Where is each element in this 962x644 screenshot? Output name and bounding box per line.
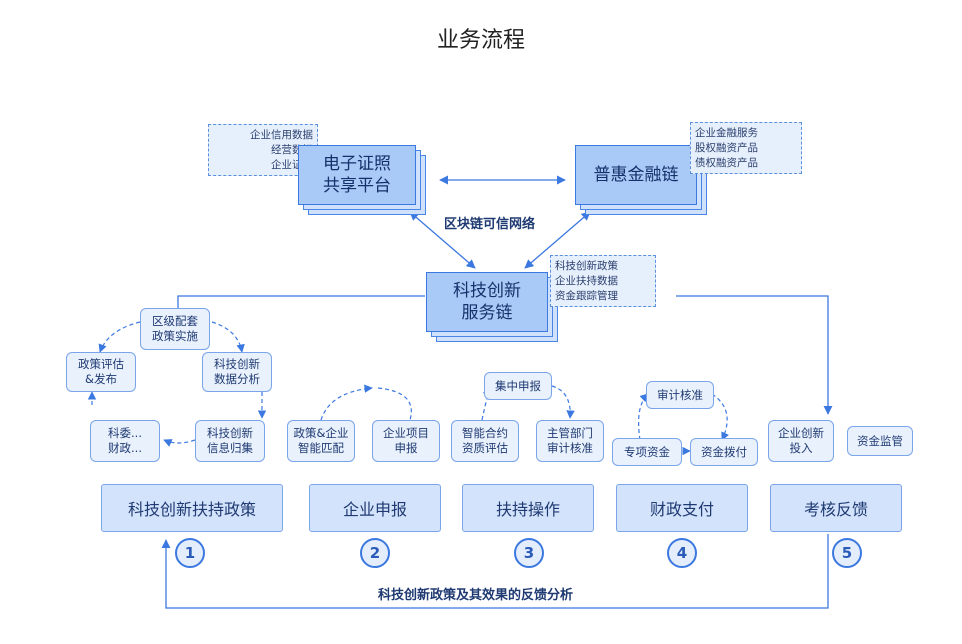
note-policy-support: 科技创新政策 企业扶持数据 资金跟踪管理: [550, 255, 656, 307]
pill-line: 政策实施: [152, 329, 198, 343]
stage-label: 企业申报: [342, 500, 407, 519]
pill-line: 科委...: [108, 426, 142, 440]
note-line: 企业扶持数据: [555, 275, 618, 287]
blockchain-network-label: 区块链可信网络: [444, 217, 536, 232]
stage-label: 科技创新扶持政策: [127, 500, 256, 519]
note-line: 债权融资产品: [695, 157, 758, 169]
note-line: 企业金融服务: [695, 127, 758, 139]
box-line: 普惠金融链: [593, 165, 679, 185]
cycle1-right: 科技创新 数据分析: [202, 352, 272, 392]
pill-line: 财政...: [108, 441, 142, 455]
stage-number-4: 4: [667, 538, 697, 568]
pill-line: 智能匹配: [298, 441, 344, 455]
stage-fiscal-payment: 财政支付: [616, 484, 748, 532]
cycle4-left: 专项资金: [612, 438, 682, 466]
pill-line: 专项资金: [624, 444, 670, 459]
pill-line: 集中申报: [495, 378, 541, 393]
pill-line: 政策评估: [78, 357, 124, 371]
stage-number-2: 2: [360, 538, 390, 568]
stage-label: 考核反馈: [803, 500, 868, 519]
stage-number-1: 1: [175, 538, 205, 568]
stage-number-5: 5: [832, 538, 862, 568]
cycle3-top: 集中申报: [484, 372, 552, 400]
stage-support-operation: 扶持操作: [462, 484, 594, 532]
box-line: 电子证照: [323, 154, 391, 174]
box-line: 服务链: [461, 303, 513, 323]
stage-number-3: 3: [514, 538, 544, 568]
pill-line: 区级配套: [152, 314, 198, 328]
pill-line: 申报: [394, 441, 418, 455]
cycle2-left: 政策&企业 智能匹配: [287, 420, 355, 462]
box-line: 共享平台: [323, 176, 391, 196]
cycle5-right: 资金监管: [847, 426, 913, 456]
note-line: 资金跟踪管理: [555, 290, 618, 302]
note-line: 企业信用数据: [250, 129, 313, 141]
page-title: 业务流程: [436, 28, 525, 53]
cycle5-left: 企业创新 投入: [768, 420, 834, 462]
pill-line: 科技创新: [214, 357, 260, 371]
cycle4-right: 资金拨付: [690, 438, 758, 466]
note-line: 科技创新政策: [555, 260, 618, 272]
pill-line: 信息归集: [207, 441, 253, 455]
cycle3-right: 主管部门 审计核准: [536, 420, 604, 462]
pill-line: 投入: [789, 441, 813, 455]
pill-line: 企业创新: [778, 426, 824, 440]
stage-label: 财政支付: [649, 500, 714, 519]
pill-line: 政策&企业: [293, 426, 349, 440]
feedback-analysis-label: 科技创新政策及其效果的反馈分析: [378, 588, 574, 603]
pill-line: 企业项目: [383, 426, 429, 440]
note-finance-products: 企业金融服务 股权融资产品 债权融资产品: [690, 122, 802, 174]
pill-line: 科技创新: [207, 426, 253, 440]
stage-policy: 科技创新扶持政策: [101, 484, 283, 532]
stage-label: 扶持操作: [495, 500, 560, 519]
box-line: 科技创新: [453, 281, 521, 301]
cycle1-top: 区级配套 政策实施: [140, 308, 210, 350]
pill-line: 数据分析: [214, 372, 260, 386]
cycle1-bottom-left: 科委... 财政...: [90, 420, 160, 462]
pill-line: 资金监管: [857, 433, 903, 448]
cycle3-left: 智能合约 资质评估: [451, 420, 519, 462]
cycle4-top: 审计核准: [646, 381, 714, 409]
cycle2-right: 企业项目 申报: [372, 420, 440, 462]
stage-enterprise-apply: 企业申报: [309, 484, 441, 532]
cycle1-bottom-right: 科技创新 信息归集: [195, 420, 265, 462]
pill-line: &发布: [85, 372, 117, 386]
pill-line: 资金拨付: [701, 444, 747, 459]
pill-line: 智能合约: [462, 426, 508, 440]
stage-assessment-feedback: 考核反馈: [770, 484, 902, 532]
pill-line: 资质评估: [462, 441, 508, 455]
cycle1-left: 政策评估 &发布: [66, 352, 136, 392]
pill-line: 审计核准: [547, 441, 593, 455]
note-line: 股权融资产品: [695, 142, 758, 154]
pill-line: 主管部门: [547, 426, 593, 440]
pill-line: 审计核准: [657, 387, 703, 402]
